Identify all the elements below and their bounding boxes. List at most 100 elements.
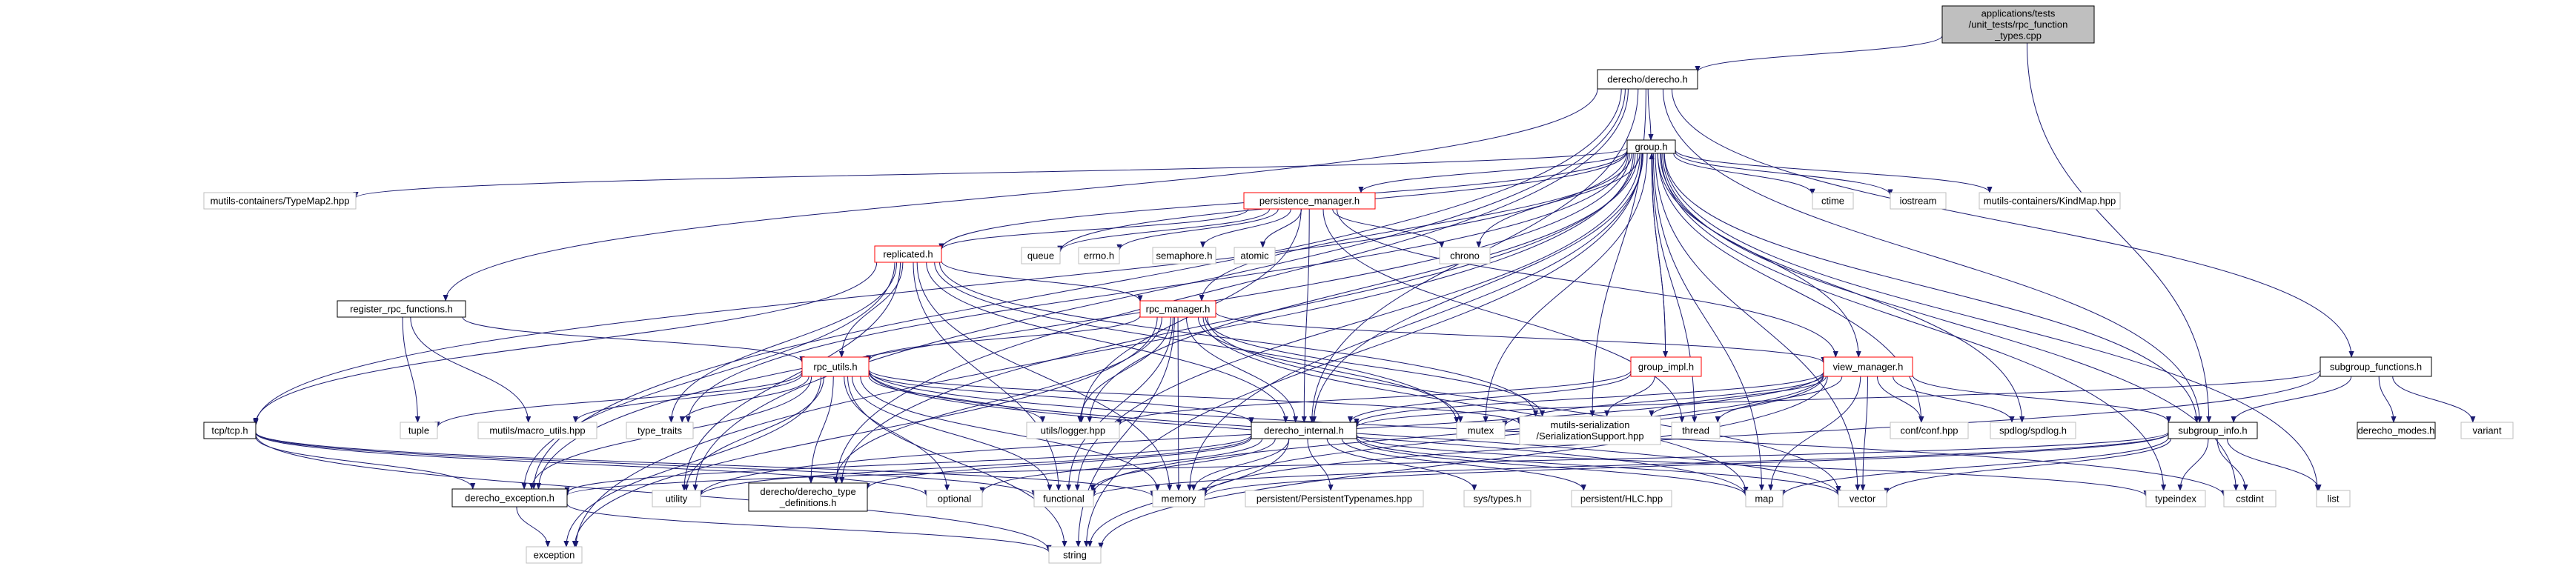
node-box: [1026, 422, 1120, 439]
edge-view_manager-to-serialization: [1649, 376, 1827, 417]
node-rpc-utils[interactable]: rpc_utils.h: [801, 356, 870, 377]
node-derecho-h[interactable]: derecho/derecho.h: [1597, 69, 1698, 90]
edge-group_h-to-kindmap: [1675, 150, 1993, 193]
node-utility[interactable]: utility: [652, 490, 701, 508]
node-box: [1571, 490, 1672, 508]
edge-view_manager-to-memory: [1202, 375, 1824, 495]
node-functional[interactable]: functional: [1033, 490, 1094, 508]
edge-rpc_utils-to-utility: [683, 376, 824, 491]
edge-derecho_internal-to-memory: [1191, 438, 1290, 491]
node-group-impl[interactable]: group_impl.h: [1630, 356, 1702, 377]
node-label: applications/tests: [1981, 8, 2056, 19]
edge-rpc_utils-to-tuple: [434, 371, 803, 429]
node-label: mutils-serialization: [1551, 419, 1630, 430]
node-label: register_rpc_functions.h: [350, 304, 453, 315]
node-queue[interactable]: queue: [1021, 247, 1061, 264]
node-typeindex[interactable]: typeindex: [2145, 490, 2206, 508]
node-conf[interactable]: conf/conf.hpp: [1890, 422, 1969, 439]
node-derecho-exception[interactable]: derecho_exception.h: [451, 488, 568, 508]
node-persistence-manager[interactable]: persistence_manager.h: [1243, 192, 1376, 210]
node-errno[interactable]: errno.h: [1078, 247, 1120, 264]
node-kindmap[interactable]: mutils-containers/KindMap.hpp: [1979, 192, 2121, 210]
node-map[interactable]: map: [1745, 490, 1784, 508]
edge-root-to-subgroup_info: [2026, 42, 2212, 423]
node-type-traits[interactable]: type_traits: [626, 422, 694, 439]
edge-group_h-to-typemap2: [353, 147, 1628, 199]
node-iostream[interactable]: iostream: [1890, 192, 1947, 210]
node-vector[interactable]: vector: [1838, 490, 1887, 508]
edge-group_h-to-derecho_internal: [1311, 153, 1643, 423]
node-tuple[interactable]: tuple: [400, 422, 438, 439]
node-thread[interactable]: thread: [1671, 422, 1721, 439]
node-exception[interactable]: exception: [526, 546, 583, 564]
node-mutex[interactable]: mutex: [1456, 422, 1506, 439]
edge-rpc_manager-to-derecho_internal: [1185, 316, 1299, 423]
node-hlc[interactable]: persistent/HLC.hpp: [1571, 490, 1672, 508]
edge-derecho_internal-to-optional: [979, 438, 1263, 494]
node-cstdint[interactable]: cstdint: [2223, 490, 2277, 508]
node-list[interactable]: list: [2316, 490, 2351, 508]
node-view-manager[interactable]: view_manager.h: [1823, 356, 1913, 377]
edge-derecho_h-to-utility: [692, 88, 1626, 491]
node-box: [451, 488, 568, 508]
node-tcp[interactable]: tcp/tcp.h: [203, 422, 256, 439]
node-logger[interactable]: utils/logger.hpp: [1026, 422, 1120, 439]
node-box: [203, 192, 357, 210]
node-label: tuple: [408, 425, 429, 436]
edge-view_manager-to-thread: [1715, 376, 1843, 423]
edge-subgroup_info-to-cstdint: [2216, 438, 2248, 491]
node-root[interactable]: applications/tests/unit_tests/rpc_functi…: [1941, 5, 2095, 44]
node-box: [652, 490, 701, 508]
node-serialization[interactable]: mutils-serialization/SerializationSuppor…: [1519, 416, 1661, 445]
edge-group_h-to-exception: [573, 153, 1634, 548]
node-register-rpc[interactable]: register_rpc_functions.h: [337, 300, 466, 318]
edge-derecho_internal-to-utility: [698, 436, 1252, 497]
node-sys-types[interactable]: sys/types.h: [1463, 490, 1532, 508]
edge-persistence_manager-to-chrono: [1332, 208, 1445, 248]
node-label: ctime: [1821, 196, 1844, 207]
node-typemap2[interactable]: mutils-containers/TypeMap2.hpp: [203, 192, 357, 210]
edge-group_h-to-chrono: [1476, 153, 1640, 248]
edge-persistence_manager-to-errno: [1116, 208, 1279, 251]
node-semaphore[interactable]: semaphore.h: [1152, 247, 1216, 264]
node-macro-utils[interactable]: mutils/macro_utils.hpp: [477, 422, 597, 439]
node-atomic[interactable]: atomic: [1234, 247, 1276, 264]
edges-layer: [253, 35, 2476, 553]
node-box: [2357, 422, 2436, 439]
edge-tcp-to-functional: [255, 432, 1037, 497]
node-type-definitions[interactable]: derecho/derecho_type_definitions.h: [748, 482, 868, 512]
edge-replicated-to-rpc_manager: [941, 260, 1143, 302]
edge-group_h-to-ctime: [1673, 153, 1815, 196]
edge-derecho_internal-to-type_definitions: [864, 437, 1252, 490]
node-label: list: [2328, 493, 2340, 505]
node-string[interactable]: string: [1048, 546, 1102, 564]
node-label: string: [1063, 550, 1087, 561]
node-derecho-internal[interactable]: derecho_internal.h: [1251, 422, 1357, 439]
node-subgroup-info[interactable]: subgroup_info.h: [2168, 422, 2258, 439]
node-rpc-manager[interactable]: rpc_manager.h: [1139, 300, 1216, 318]
edge-derecho_h-to-subgroup_functions: [1671, 88, 2354, 358]
edge-group_h-to-typeindex: [1661, 153, 2167, 491]
node-label: memory: [1162, 493, 1196, 505]
edge-view_manager-to-subgroup_info: [1912, 374, 2172, 423]
node-label: mutex: [1468, 425, 1494, 436]
node-derecho-modes[interactable]: derecho_modes.h: [2357, 422, 2436, 439]
node-label: chrono: [1450, 250, 1480, 262]
node-group-h[interactable]: group.h: [1626, 139, 1676, 154]
node-label: optional: [938, 493, 972, 505]
node-persistent-typenames[interactable]: persistent/PersistentTypenames.hpp: [1245, 490, 1424, 508]
node-variant[interactable]: variant: [2460, 422, 2514, 439]
node-box: [1890, 192, 1947, 210]
node-memory[interactable]: memory: [1152, 490, 1205, 508]
edge-replicated-to-functional: [913, 262, 1062, 491]
node-chrono[interactable]: chrono: [1439, 247, 1491, 264]
node-subgroup-functions[interactable]: subgroup_functions.h: [2320, 356, 2432, 377]
node-optional[interactable]: optional: [926, 490, 983, 508]
node-ctime[interactable]: ctime: [1812, 192, 1854, 210]
edge-replicated-to-derecho_exception: [521, 262, 895, 490]
edge-rpc_utils-to-memory: [860, 376, 1160, 491]
edge-rpc_manager-to-rpc_utils: [866, 315, 1141, 362]
node-replicated[interactable]: replicated.h: [874, 245, 942, 263]
edge-rpc_utils-to-optional: [844, 376, 950, 491]
node-spdlog[interactable]: spdlog/spdlog.h: [1990, 422, 2076, 439]
